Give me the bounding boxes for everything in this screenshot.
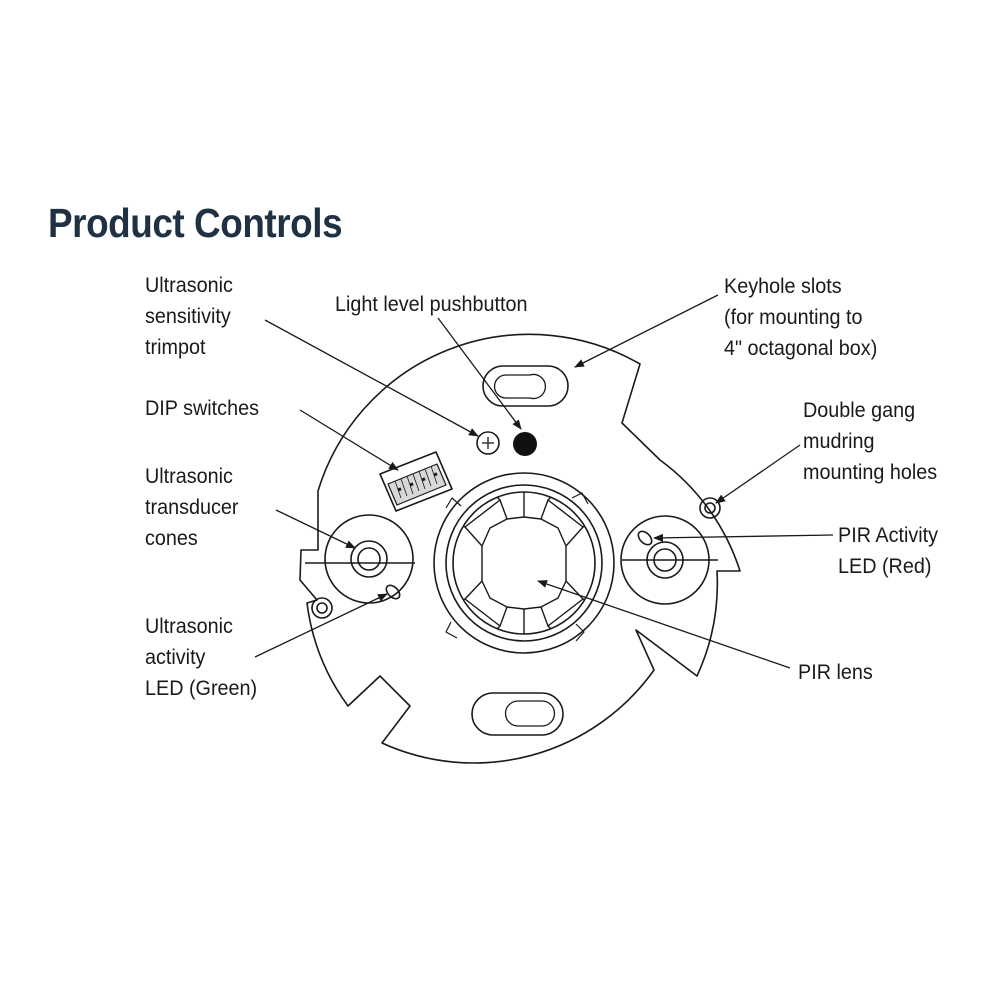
- label-pir-activity-led: PIR Activity LED (Red): [838, 523, 939, 578]
- leader-dip-switches: [299, 409, 399, 471]
- keyhole-slot-bottom: [471, 692, 564, 736]
- ultrasonic-transducer-cone-right: [620, 515, 718, 605]
- light-level-pushbutton: [513, 432, 537, 456]
- label-ultrasonic-activity-led: Ultrasonic activity LED (Green): [145, 614, 258, 700]
- leader-double-gang-mounting-holes: [715, 444, 801, 504]
- leader-light-level-pushbutton: [437, 317, 522, 430]
- ultrasonic-trimpot: [476, 431, 500, 455]
- leader-ultrasonic-transducer-cones: [275, 509, 356, 549]
- label-dip-switches: DIP switches: [145, 396, 259, 420]
- label-double-gang-mudring-holes: Double gang mudring mounting holes: [803, 398, 938, 484]
- ultrasonic-activity-led: [385, 584, 401, 600]
- leader-ultrasonic-trimpot: [264, 319, 479, 437]
- leader-pir-lens: [537, 580, 791, 669]
- label-keyhole-slots: Keyhole slots (for mounting to 4" octago…: [724, 274, 878, 360]
- pir-activity-led: [637, 530, 653, 546]
- keyhole-slot-top: [482, 365, 569, 407]
- sensor-housing-outline: [299, 333, 741, 764]
- leader-ultrasonic-activity-led: [254, 593, 388, 658]
- label-light-level-pushbutton: Light level pushbutton: [335, 292, 528, 316]
- leader-pir-activity-led: [653, 533, 834, 542]
- double-gang-mounting-hole: [699, 497, 721, 519]
- page-title: Product Controls: [48, 200, 343, 246]
- dip-switch-block: [379, 451, 453, 512]
- pir-lens: [433, 472, 615, 654]
- label-pir-lens: PIR lens: [798, 660, 873, 684]
- label-ultrasonic-sensitivity-trimpot: Ultrasonic sensitivity trimpot: [145, 273, 233, 359]
- mounting-hole-left: [311, 597, 333, 619]
- leader-keyhole-slots: [574, 294, 719, 368]
- label-ultrasonic-transducer-cones: Ultrasonic transducer cones: [145, 464, 239, 550]
